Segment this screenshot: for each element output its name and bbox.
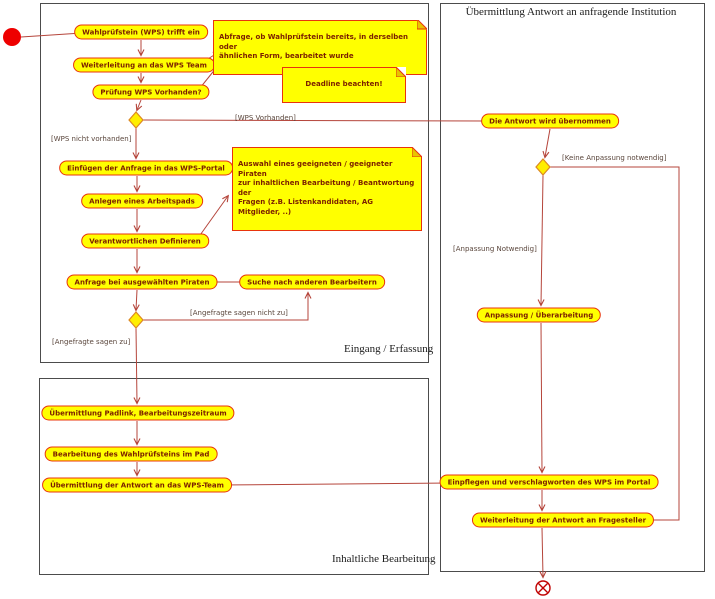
note-fold-icon [396,66,407,77]
edge-decision3-loop-to-weiterleitung-frag [550,166,680,524]
edge-antwort-team-to-einpflegen [218,479,453,487]
edge-decision2-to-suche [143,291,312,321]
partition-label-uebermittlung: Übermittlung Antwort an anfragende Insti… [465,6,677,18]
edge-verantwortlichen-to-note-auswahl [197,194,230,239]
note-abfrage-text: Abfrage, ob Wahlprüfstein bereits, in de… [219,33,408,61]
edge-decision2-to-padlink [133,327,141,405]
end-node [535,580,551,596]
partition-label-eingang: Eingang / Erfassung [344,343,434,355]
decision1-diamond [128,111,144,129]
edge-pruefung-to-decision1 [135,99,143,112]
partition-label-inhaltliche: Inhaltliche Bearbeitung [332,553,436,565]
note-abfrage: Abfrage, ob Wahlprüfstein bereits, in de… [213,19,428,76]
note-fold-icon [412,146,423,157]
start-node [3,28,21,46]
note-deadline-text: Deadline beachten! [305,80,383,89]
partition-uebermittlung-antwort [440,3,705,572]
activity-antwort-uebernommen: Die Antwort wird übernommen [481,113,619,129]
guard-anpassung-notwendig: [Anpassung Notwendig] [453,245,537,253]
note-auswahl-text: Auswahl eines geeigneten / geeigneter Pi… [238,160,415,216]
partition-eingang-erfassung [40,3,429,363]
guard-angefragte-nicht-zu: [Angefragte sagen nicht zu] [190,309,288,317]
activity-verantwortlichen-definieren: Verantwortlichen Definieren [81,233,209,249]
note-deadline: Deadline beachten! [282,66,407,104]
note-auswahl: Auswahl eines geeigneten / geeigneter Pi… [232,146,423,231]
activity-uebermittlung-antwort-team: Übermittlung der Antwort an das WPS-Team [42,477,232,493]
note-fold-icon [417,19,428,30]
activity-einfuegen-portal: Einfügen der Anfrage in das WPS-Portal [59,160,233,176]
activity-anfrage-piraten: Anfrage bei ausgewählten Piraten [66,274,218,290]
guard-wps-nicht-vorhanden: [WPS nicht vorhanden] [51,135,132,143]
edge-weiterleitung-frag-to-end [539,527,547,579]
partition-inhaltliche-bearbeitung [39,378,429,575]
edge-decision1-to-antwort-uebernommen [142,117,490,125]
edge-decision3-to-anpassung [537,174,545,307]
activity-pruefung-vorhanden: Prüfung WPS Vorhanden? [92,84,210,100]
decision3-diamond [535,158,551,176]
activity-anpassung: Anpassung / Überarbeitung [476,307,602,323]
activity-einpflegen: Einpflegen und verschlagworten des WPS i… [439,474,659,490]
decision2-diamond [128,311,144,329]
guard-wps-vorhanden: [WPS Vorhanden] [235,114,296,122]
guard-angefragte-zu: [Angefragte sagen zu] [52,338,131,346]
activity-wps-trifft-ein: Wahlprüfstein (WPS) trifft ein [74,24,208,40]
guard-keine-anpassung: [Keine Anpassung notwendig] [562,154,667,162]
edge-uebernommen-to-decision3 [542,128,551,159]
activity-uebermittlung-padlink: Übermittlung Padlink, Bearbeitungszeitra… [41,405,235,421]
activity-bearbeitung-pad: Bearbeitung des Wahlprüfsteins im Pad [44,446,218,462]
edge-start-to-wps [20,29,84,38]
activity-weiterleitung-team: Weiterleitung an das WPS Team [73,57,215,73]
activity-suche-bearbeiter: Suche nach anderen Bearbeitern [239,274,385,290]
edge-anpassung-to-einpflegen [538,322,546,474]
activity-weiterleitung-fragesteller: Weiterleitung der Antwort an Fragestelle… [471,512,655,528]
activity-anlegen-arbeitspad: Anlegen eines Arbeitspads [81,193,203,209]
edge-anfrage-to-decision2 [132,289,140,312]
